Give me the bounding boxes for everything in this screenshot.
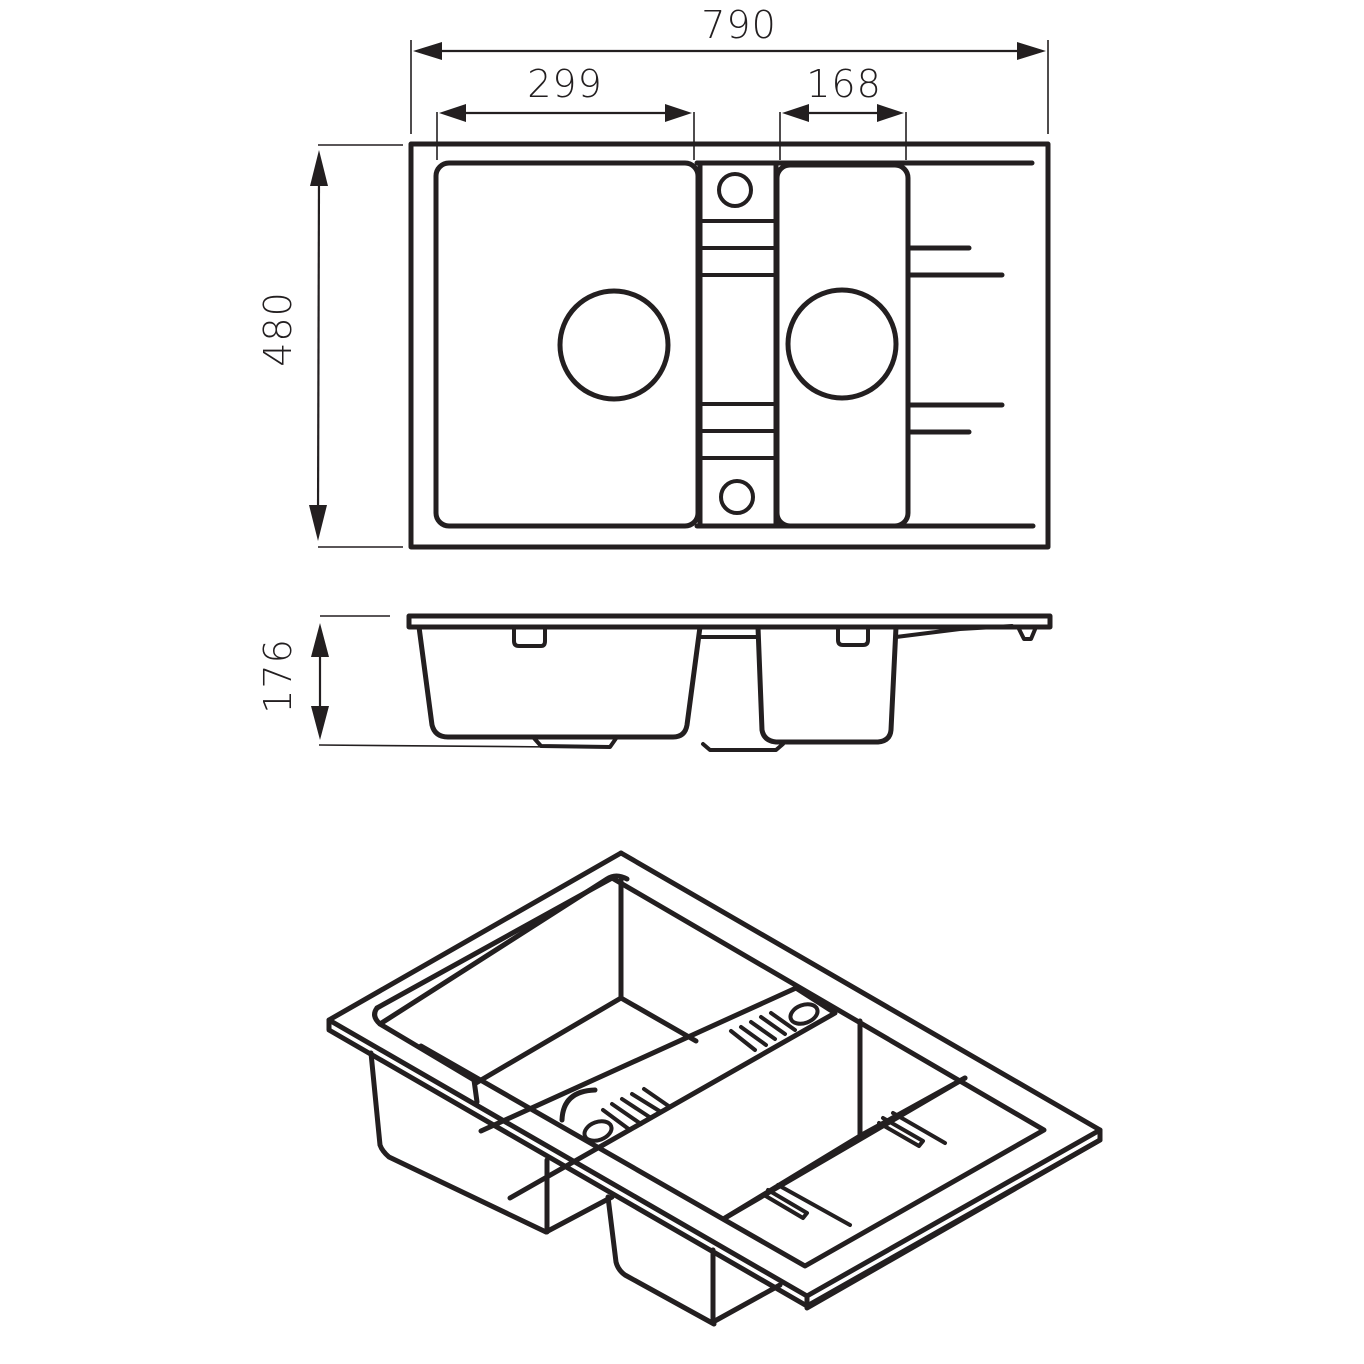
small-bowl-profile xyxy=(755,624,899,745)
arrow-up-icon xyxy=(310,150,328,186)
dimension-bowl-height: 176 xyxy=(256,615,556,748)
large-bowl xyxy=(433,160,701,529)
large-bowl-drain-icon xyxy=(557,288,671,402)
overflow-hole-bottom-icon xyxy=(719,479,755,515)
arrow-down-icon xyxy=(309,505,327,541)
dimension-overall-depth: 480 xyxy=(256,144,403,548)
dimension-small-bowl-width: 168 xyxy=(782,62,904,122)
arrow-left-icon xyxy=(782,104,809,122)
arrow-down-icon xyxy=(311,706,329,740)
arrow-left-icon xyxy=(439,104,466,122)
small-bowl xyxy=(774,162,911,529)
arrow-left-icon xyxy=(413,42,442,60)
iso-rim-front-right xyxy=(804,1127,1103,1299)
sink-outline xyxy=(408,141,1051,550)
dimension-label-480: 480 xyxy=(256,291,300,367)
drainer-slope xyxy=(894,624,1014,639)
small-bowl-drain-flange-visible xyxy=(701,742,785,752)
dimension-label-299: 299 xyxy=(527,62,603,106)
arrow-up-icon xyxy=(311,623,329,657)
iso-divider-left xyxy=(478,985,799,1134)
iso-large-bowl-floor xyxy=(473,995,699,1086)
dimension-large-bowl-width: 299 xyxy=(439,62,692,122)
iso-divider-ribs-front xyxy=(601,1087,672,1132)
iso-divider-ribs-back xyxy=(729,1011,797,1052)
isometric-view xyxy=(326,850,1103,1327)
iso-divider-right xyxy=(507,985,838,1201)
large-bowl-profile xyxy=(416,624,703,740)
arrow-right-icon xyxy=(877,104,904,122)
dimension-label-168: 168 xyxy=(806,62,882,106)
iso-overflow-hole-back-icon xyxy=(788,1002,820,1026)
drainer-grooves xyxy=(907,245,1005,435)
iso-small-bowl-underside xyxy=(605,1194,717,1327)
small-bowl-drain-icon xyxy=(785,287,899,401)
drip-edge xyxy=(1016,625,1038,641)
dimension-overall-width: 790 xyxy=(413,3,1046,60)
dimension-label-176: 176 xyxy=(256,638,300,714)
iso-drainer-grooves xyxy=(762,1111,947,1227)
arrow-right-icon xyxy=(665,104,692,122)
iso-large-bowl-underside xyxy=(368,1050,615,1235)
small-bowl-overflow-bracket xyxy=(836,625,870,647)
iso-inner-rim-back xyxy=(372,873,630,1027)
iso-rim-front-right-lower xyxy=(804,1137,1103,1309)
overflow-hole-top-icon xyxy=(717,172,753,208)
iso-drain-arc xyxy=(559,1087,598,1123)
iso-inner-rim xyxy=(418,875,1047,1269)
iso-overflow-hole-front-icon xyxy=(582,1119,614,1143)
side-elevation-view: 176 xyxy=(256,613,1053,752)
arrow-right-icon xyxy=(1017,42,1046,60)
top-plan-view: 790 299 168 480 xyxy=(256,3,1051,550)
dimension-label-790: 790 xyxy=(701,3,777,47)
large-bowl-overflow-bracket xyxy=(512,625,547,648)
countertop-slab xyxy=(406,613,1053,630)
large-bowl-drain-flange xyxy=(531,735,619,749)
iso-rim-back-left xyxy=(326,850,624,1023)
